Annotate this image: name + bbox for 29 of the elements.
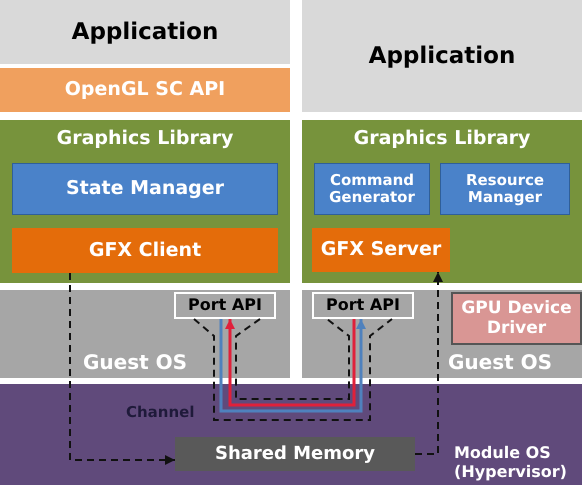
layer-panel: Application	[302, 0, 582, 112]
api-bar: OpenGL SC API	[0, 68, 290, 112]
arrow	[415, 272, 443, 455]
library-panel	[0, 120, 290, 283]
component-box: GFX Server	[312, 228, 450, 272]
driver-box: GPU Device Driver	[451, 292, 582, 345]
memory-box: Shared Memory	[175, 437, 415, 471]
port-box: Port API	[174, 292, 276, 319]
band-label: Guest OS	[83, 351, 188, 374]
component-box: GFX Client	[12, 228, 278, 273]
channel-line	[235, 318, 350, 400]
component-box: Command Generator	[314, 163, 430, 215]
os-band	[0, 290, 290, 378]
library-panel	[302, 120, 582, 283]
band-label: Guest OS	[448, 351, 552, 374]
component-box: Resource Manager	[440, 163, 570, 215]
port-box: Port API	[312, 292, 414, 319]
layer-panel: Application	[0, 0, 290, 64]
component-box: State Manager	[12, 163, 278, 215]
os-band	[302, 290, 582, 378]
panel-heading: Graphics Library	[56, 128, 234, 150]
arrow	[69, 273, 175, 465]
arrow	[225, 319, 356, 406]
hypervisor-band	[0, 384, 582, 485]
band-label: Module OS (Hypervisor)	[454, 444, 568, 481]
panel-heading: Graphics Library	[354, 128, 530, 150]
channel-label: Channel	[126, 403, 194, 421]
arrow	[220, 319, 366, 412]
channel-line	[193, 318, 393, 421]
